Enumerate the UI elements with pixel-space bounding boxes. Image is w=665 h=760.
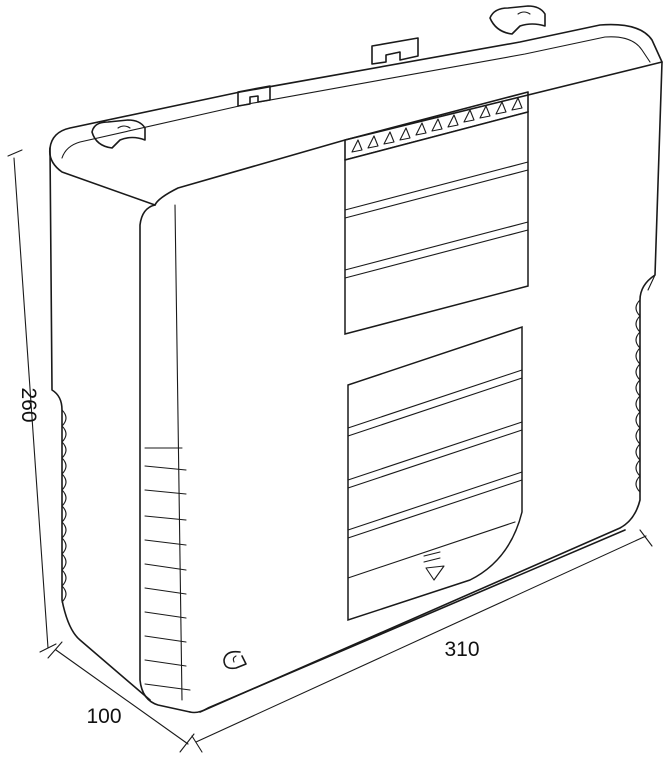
arrow-triangle-icon bbox=[423, 551, 445, 581]
height-label: 260 bbox=[17, 387, 40, 422]
side-ribs bbox=[144, 447, 191, 691]
top-tab-left bbox=[237, 85, 271, 107]
lower-front-cover bbox=[347, 325, 523, 622]
dimension-depth: 100 bbox=[47, 641, 195, 753]
enclosure-body bbox=[48, 23, 663, 714]
logo-mark-icon bbox=[223, 650, 247, 670]
left-face-scallops bbox=[61, 409, 67, 603]
right-face-scallops bbox=[635, 299, 641, 493]
top-tab-center bbox=[371, 37, 419, 65]
top-clip-right bbox=[489, 5, 546, 35]
dimension-height: 260 bbox=[7, 149, 57, 653]
width-label: 310 bbox=[444, 638, 479, 661]
top-clip-left bbox=[91, 119, 146, 149]
depth-label: 100 bbox=[86, 705, 121, 728]
upper-front-panel bbox=[344, 111, 529, 335]
dimension-width: 310 bbox=[191, 529, 653, 753]
